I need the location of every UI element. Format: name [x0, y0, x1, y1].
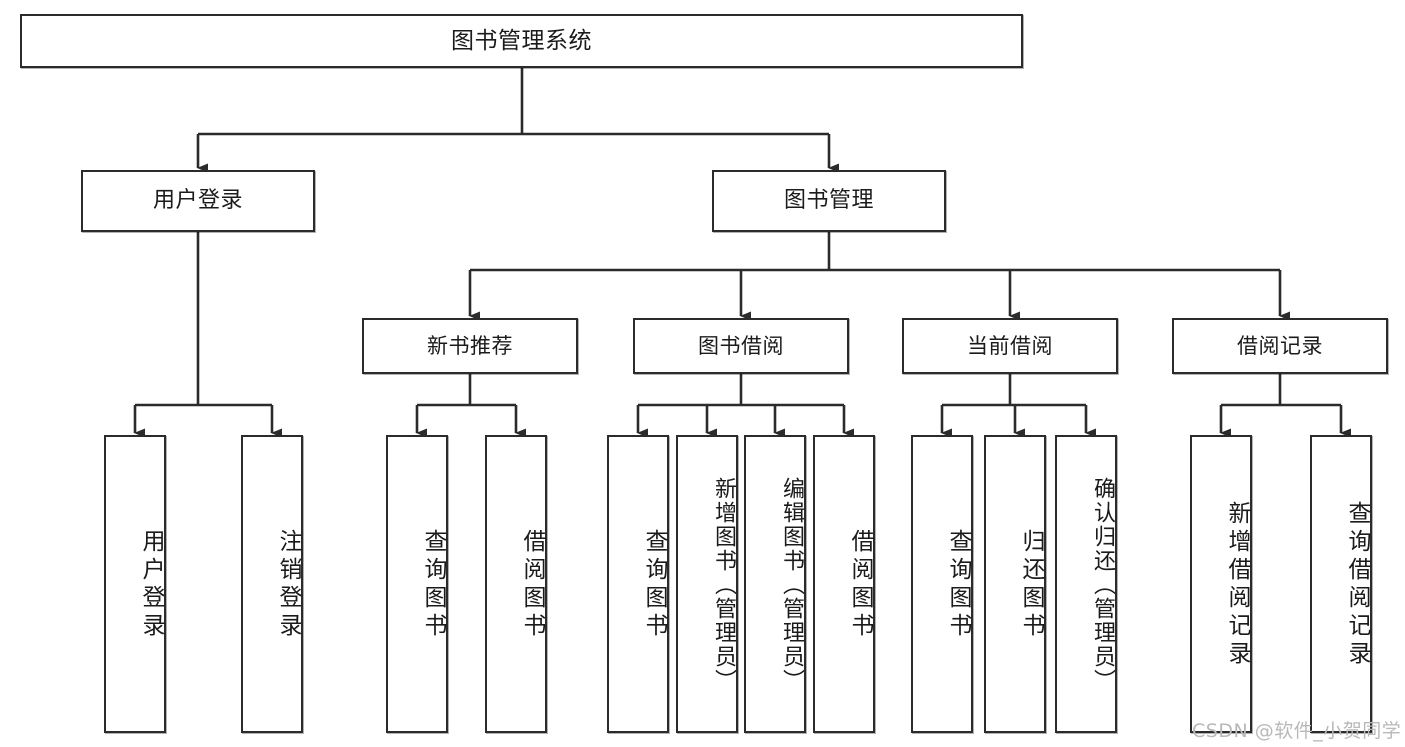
node-label: 当前借阅 [967, 333, 1053, 358]
node-label: 编辑图书（管理员） [779, 477, 804, 693]
node-label: 确认归还（管理员） [1090, 477, 1115, 693]
leaf-user-login[interactable]: 用户登录 [104, 435, 166, 733]
node-new-book-recommend[interactable]: 新书推荐 [362, 318, 578, 374]
node-label: 新书推荐 [427, 333, 513, 358]
node-label: 注销登录 [275, 529, 301, 641]
leaf-query-book-rec[interactable]: 查询图书 [386, 435, 448, 733]
node-label: 归还图书 [1018, 529, 1044, 641]
node-root-system[interactable]: 图书管理系统 [20, 14, 1023, 68]
leaf-add-record[interactable]: 新增借阅记录 [1190, 435, 1252, 733]
node-label: 查询图书 [945, 529, 971, 641]
node-book-manage[interactable]: 图书管理 [712, 170, 946, 232]
node-label: 借阅图书 [519, 529, 545, 641]
node-label: 查询借阅记录 [1344, 501, 1370, 669]
leaf-query-book-cur[interactable]: 查询图书 [911, 435, 973, 733]
node-label: 新增借阅记录 [1224, 501, 1250, 669]
csdn-watermark: CSDN @软件_小贺同学 [1192, 720, 1402, 742]
node-label: 新增图书（管理员） [711, 477, 736, 693]
node-label: 图书借阅 [698, 333, 784, 358]
node-label: 用户登录 [152, 188, 243, 214]
node-label: 用户登录 [138, 529, 164, 641]
node-label: 图书管理系统 [451, 27, 592, 54]
node-user-login[interactable]: 用户登录 [81, 170, 315, 232]
leaf-edit-book[interactable]: 编辑图书（管理员） [744, 435, 806, 733]
node-current-borrow[interactable]: 当前借阅 [902, 318, 1118, 374]
node-borrow-record[interactable]: 借阅记录 [1172, 318, 1388, 374]
leaf-query-book[interactable]: 查询图书 [607, 435, 669, 733]
node-label: 查询图书 [420, 529, 446, 641]
leaf-logout[interactable]: 注销登录 [241, 435, 303, 733]
leaf-query-record[interactable]: 查询借阅记录 [1310, 435, 1372, 733]
leaf-borrow-book[interactable]: 借阅图书 [813, 435, 875, 733]
leaf-confirm-return[interactable]: 确认归还（管理员） [1055, 435, 1117, 733]
node-label: 查询图书 [641, 529, 667, 641]
node-label: 借阅图书 [847, 529, 873, 641]
node-label: 图书管理 [783, 188, 874, 214]
connector-lines [133, 68, 1351, 438]
leaf-add-book[interactable]: 新增图书（管理员） [676, 435, 738, 733]
leaf-return-book[interactable]: 归还图书 [984, 435, 1046, 733]
leaf-borrow-book-rec[interactable]: 借阅图书 [485, 435, 547, 733]
node-book-borrow[interactable]: 图书借阅 [633, 318, 849, 374]
node-label: 借阅记录 [1237, 333, 1323, 358]
